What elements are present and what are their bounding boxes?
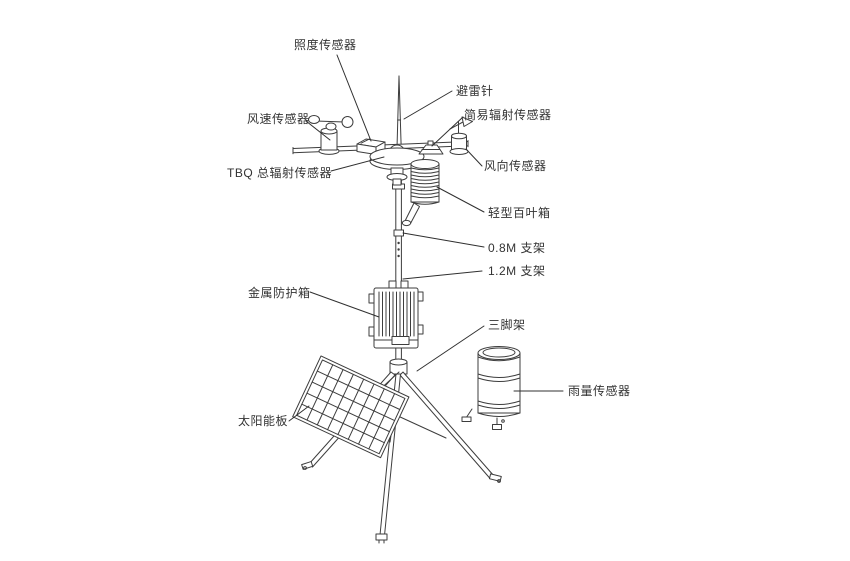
label-lightning-rod: 避雷针 xyxy=(456,84,494,98)
label-metal-protection-box: 金属防护箱 xyxy=(248,286,311,300)
metal-box-drawing xyxy=(368,280,424,349)
label-bracket-1-2m: 1.2M 支架 xyxy=(488,264,546,278)
label-illuminance-sensor: 照度传感器 xyxy=(294,38,357,52)
leader-solar-panel xyxy=(288,405,310,422)
simple-radiation-sensor-drawing xyxy=(418,140,444,155)
lightning-rod-drawing xyxy=(396,75,402,149)
leader-light-stevenson-screen xyxy=(436,186,485,213)
leader-bracket-1-2m xyxy=(402,270,483,280)
leader-tbq-total-radiation-sensor xyxy=(330,156,385,172)
label-tbq-total-radiation-sensor: TBQ 总辐射传感器 xyxy=(227,166,333,180)
label-wind-direction-sensor: 风向传感器 xyxy=(484,159,547,173)
leader-lines xyxy=(288,54,564,422)
anemometer-drawing xyxy=(308,115,354,155)
wind-vane-drawing xyxy=(449,116,473,155)
leader-simple-radiation-sensor xyxy=(431,116,464,147)
label-tripod: 三脚架 xyxy=(488,318,526,332)
stevenson-screen-drawing xyxy=(401,159,440,227)
leader-wind-direction-sensor xyxy=(465,148,483,167)
leader-illuminance-sensor xyxy=(336,54,372,142)
leader-tripod xyxy=(416,325,485,372)
label-solar-panel: 太阳能板 xyxy=(238,414,289,428)
label-wind-speed-sensor: 风速传感器 xyxy=(247,112,310,126)
label-rain-sensor: 雨量传感器 xyxy=(568,384,631,398)
label-bracket-0-8m: 0.8M 支架 xyxy=(488,241,546,255)
leader-metal-protection-box xyxy=(309,291,380,318)
label-simple-radiation-sensor: 简易辐射传感器 xyxy=(464,108,552,122)
solar-panel-drawing xyxy=(292,355,410,459)
illuminance-sensor-drawing xyxy=(356,138,386,155)
leader-wind-speed-sensor xyxy=(305,120,331,141)
label-light-stevenson-screen: 轻型百叶箱 xyxy=(488,206,551,220)
leader-bracket-0-8m xyxy=(402,232,485,248)
leader-lightning-rod xyxy=(403,90,453,120)
rain-gauge-drawing xyxy=(461,346,521,430)
